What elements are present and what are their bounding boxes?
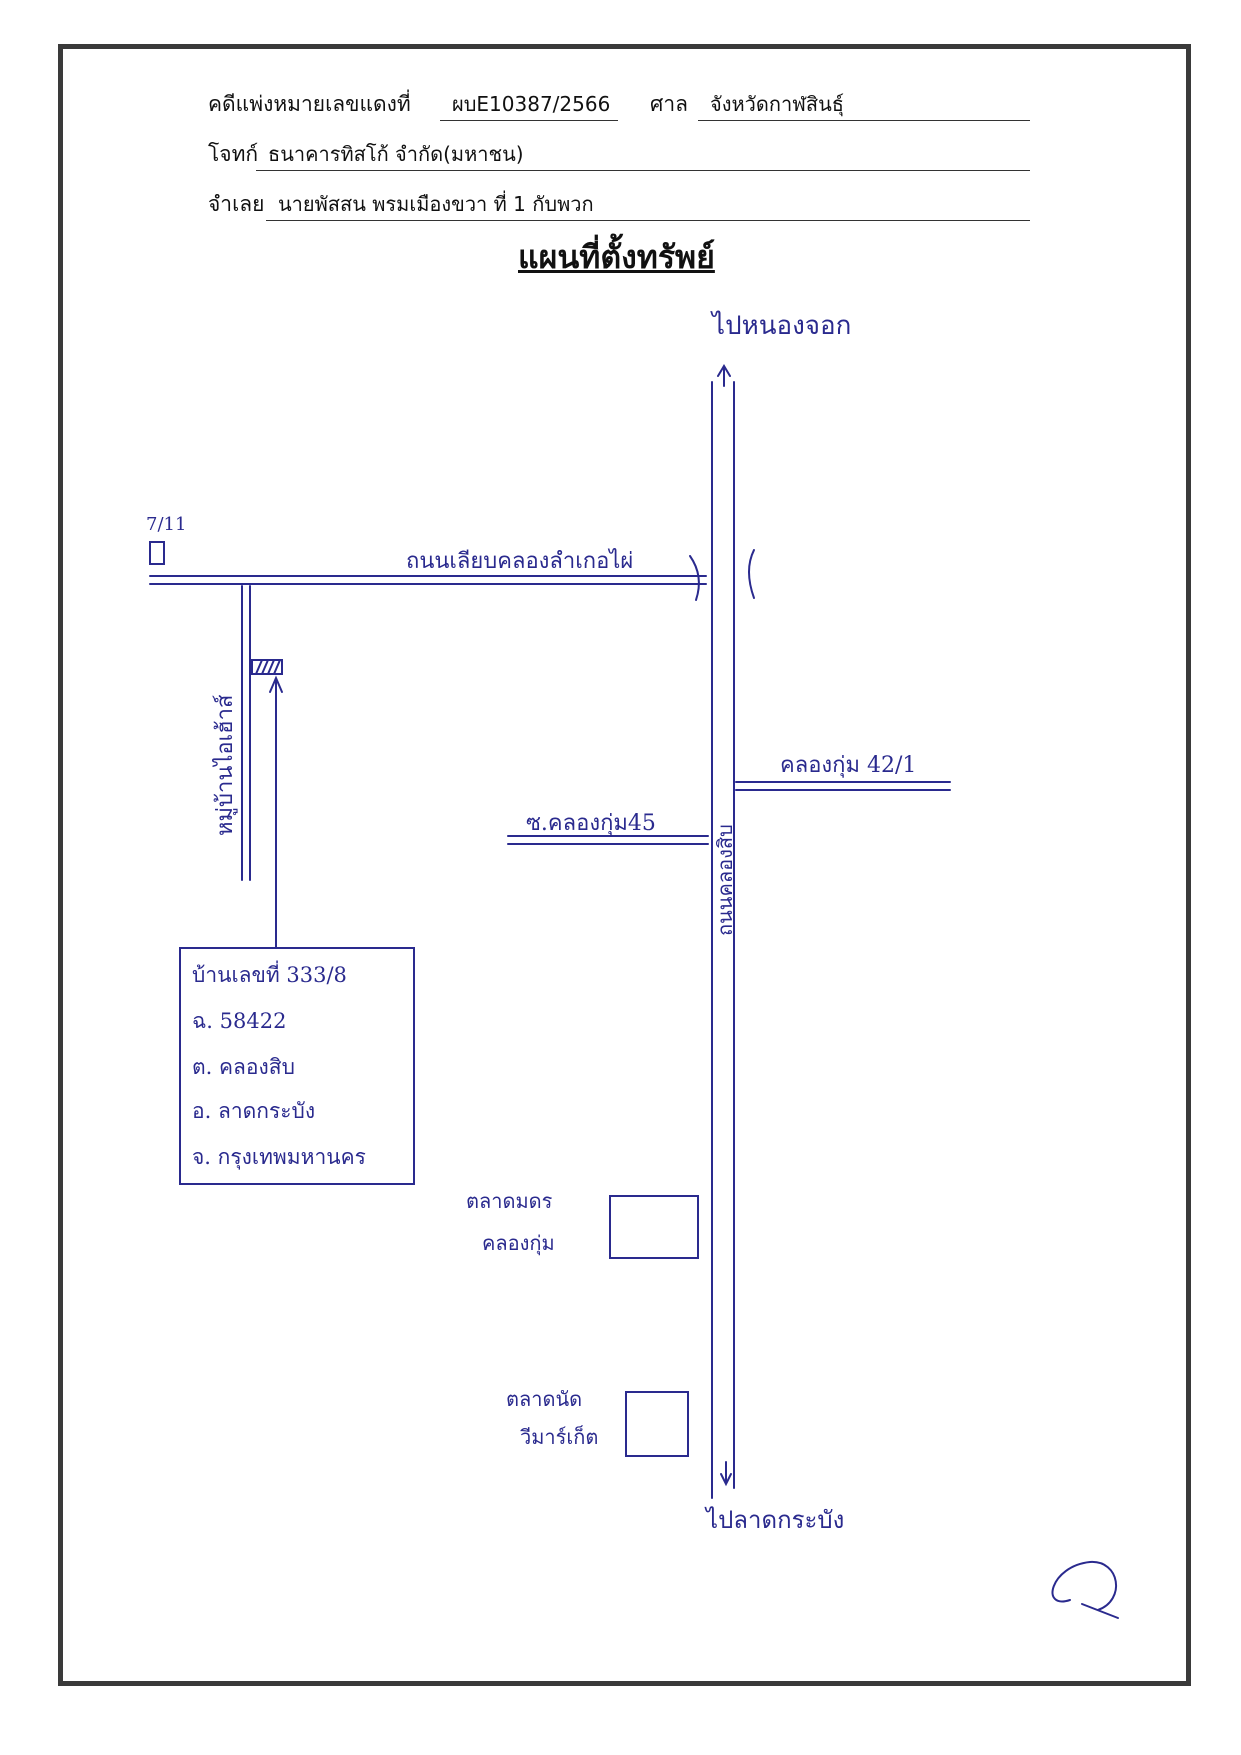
property-address: บ้านเลขที่ 333/8 (192, 960, 347, 987)
case-label: คดีแพ่งหมายเลขแดงที่ (208, 92, 411, 116)
property-subdistrict: ต. คลองสิบ (192, 1055, 295, 1079)
defendant-label: จำเลย (208, 192, 265, 216)
map-labels: ไปหนองจอก ไปลาดกระบัง 7/11 ถนนเลียบคลองล… (146, 310, 916, 1534)
case-number: ผบE10387/2566 (440, 88, 618, 121)
plaintiff-line: โจทก์ ธนาคารทิสโก้ จำกัด(มหาชน) (208, 138, 1030, 171)
main-road-label: ถนนคลองสิบ (713, 824, 737, 936)
defendant-name: นายพัสสน พรมเมืองขวา ที่ 1 กับพวก (266, 188, 1030, 221)
market1-label-line2: คลองกุ่ม (482, 1231, 555, 1256)
property-deed-no: ฉ. 58422 (192, 1009, 286, 1033)
south-arrow (720, 1461, 732, 1487)
plaintiff-name: ธนาคารทิสโก้ จำกัด(มหาชน) (256, 138, 1030, 171)
store-label: 7/11 (146, 514, 186, 535)
top-road-label: ถนนเลียบคลองลำเกอไผ่ (406, 548, 633, 574)
soi-left-label: ซ.คลองกุ่ม45 (526, 811, 656, 836)
market2-box (625, 1391, 689, 1457)
case-number-line: คดีแพ่งหมายเลขแดงที่ ผบE10387/2566 ศาล จ… (208, 88, 1030, 121)
village-label: หมู่บ้านไอเฮ้าส์ (212, 694, 238, 836)
property-hatch (255, 659, 281, 675)
plaintiff-label: โจทก์ (208, 142, 259, 166)
soi-right-label: คลองกุ่ม 42/1 (780, 753, 916, 778)
defendant-line: จำเลย นายพัสสน พรมเมืองขวา ที่ 1 กับพวก (208, 188, 1030, 221)
store-marker (149, 541, 165, 565)
north-arrow (717, 364, 731, 387)
market1-label-line1: ตลาดมดร (466, 1189, 553, 1213)
signature (1051, 1560, 1119, 1619)
court-label: ศาล (650, 92, 688, 116)
property-pointer-head (269, 675, 283, 693)
south-destination-label: ไปลาดกระบัง (704, 1506, 844, 1534)
court-name: จังหวัดกาฬสินธุ์ (698, 88, 1030, 121)
north-destination-label: ไปหนองจอก (710, 310, 851, 341)
property-info-box (179, 947, 415, 1185)
property-district: อ. ลาดกระบัง (192, 1099, 315, 1123)
market2-label-line1: ตลาดนัด (506, 1387, 582, 1411)
road-bracket-right (748, 549, 755, 599)
market2-label-line2: วีมาร์เก็ต (520, 1424, 598, 1449)
market1-box (609, 1195, 699, 1259)
property-province: จ. กรุงเทพมหานคร (192, 1145, 366, 1170)
map-title: แผนที่ตั้งทรัพย์ (518, 238, 715, 276)
page-frame (58, 44, 1191, 1686)
road-bracket-left (689, 555, 700, 601)
